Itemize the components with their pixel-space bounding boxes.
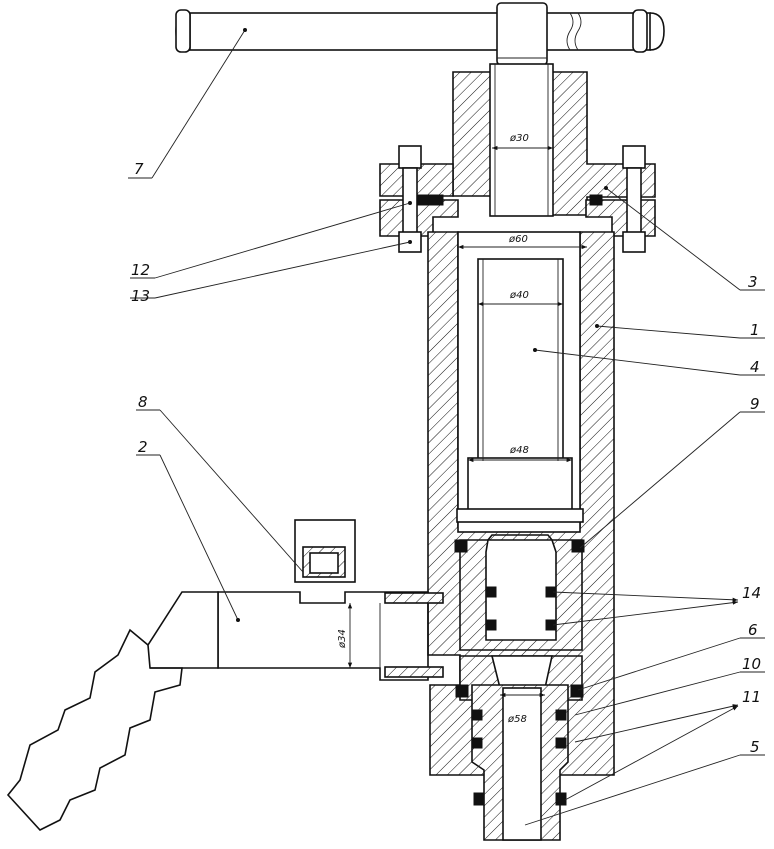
dimension-lines: [347, 145, 587, 698]
leader-lines: [128, 28, 765, 826]
handle-bar: [175, 9, 665, 53]
bolt-left: [398, 145, 422, 253]
callout-11: 11: [742, 688, 761, 706]
outlet-pipe: [6, 519, 444, 831]
callout-14: 14: [742, 584, 761, 602]
callout-7: 7: [134, 160, 144, 178]
callout-5: 5: [750, 738, 760, 756]
callout-3: 3: [748, 273, 758, 291]
dim-34-label: ø34: [337, 629, 348, 649]
callout-4: 4: [750, 358, 760, 376]
bonnet: [379, 63, 656, 217]
callout-10: 10: [742, 655, 761, 673]
callout-1: 1: [750, 321, 760, 339]
nozzle: [455, 684, 584, 841]
stem: [456, 258, 584, 523]
callout-6: 6: [748, 621, 758, 639]
callout-13: 13: [131, 287, 150, 305]
dim-60-label: ø60: [508, 234, 528, 245]
dim-48-label: ø48: [509, 445, 529, 456]
callout-2: 2: [138, 438, 148, 456]
dim-30-label: ø30: [509, 133, 529, 144]
dim-40-label: ø40: [509, 290, 529, 301]
plunger: [454, 534, 585, 651]
callout-8: 8: [138, 393, 148, 411]
callout-9: 9: [750, 395, 760, 413]
bolt-right: [622, 145, 646, 253]
dim-58-label: ø58: [507, 714, 527, 725]
callout-12: 12: [131, 261, 150, 279]
stem-top: [496, 2, 548, 66]
